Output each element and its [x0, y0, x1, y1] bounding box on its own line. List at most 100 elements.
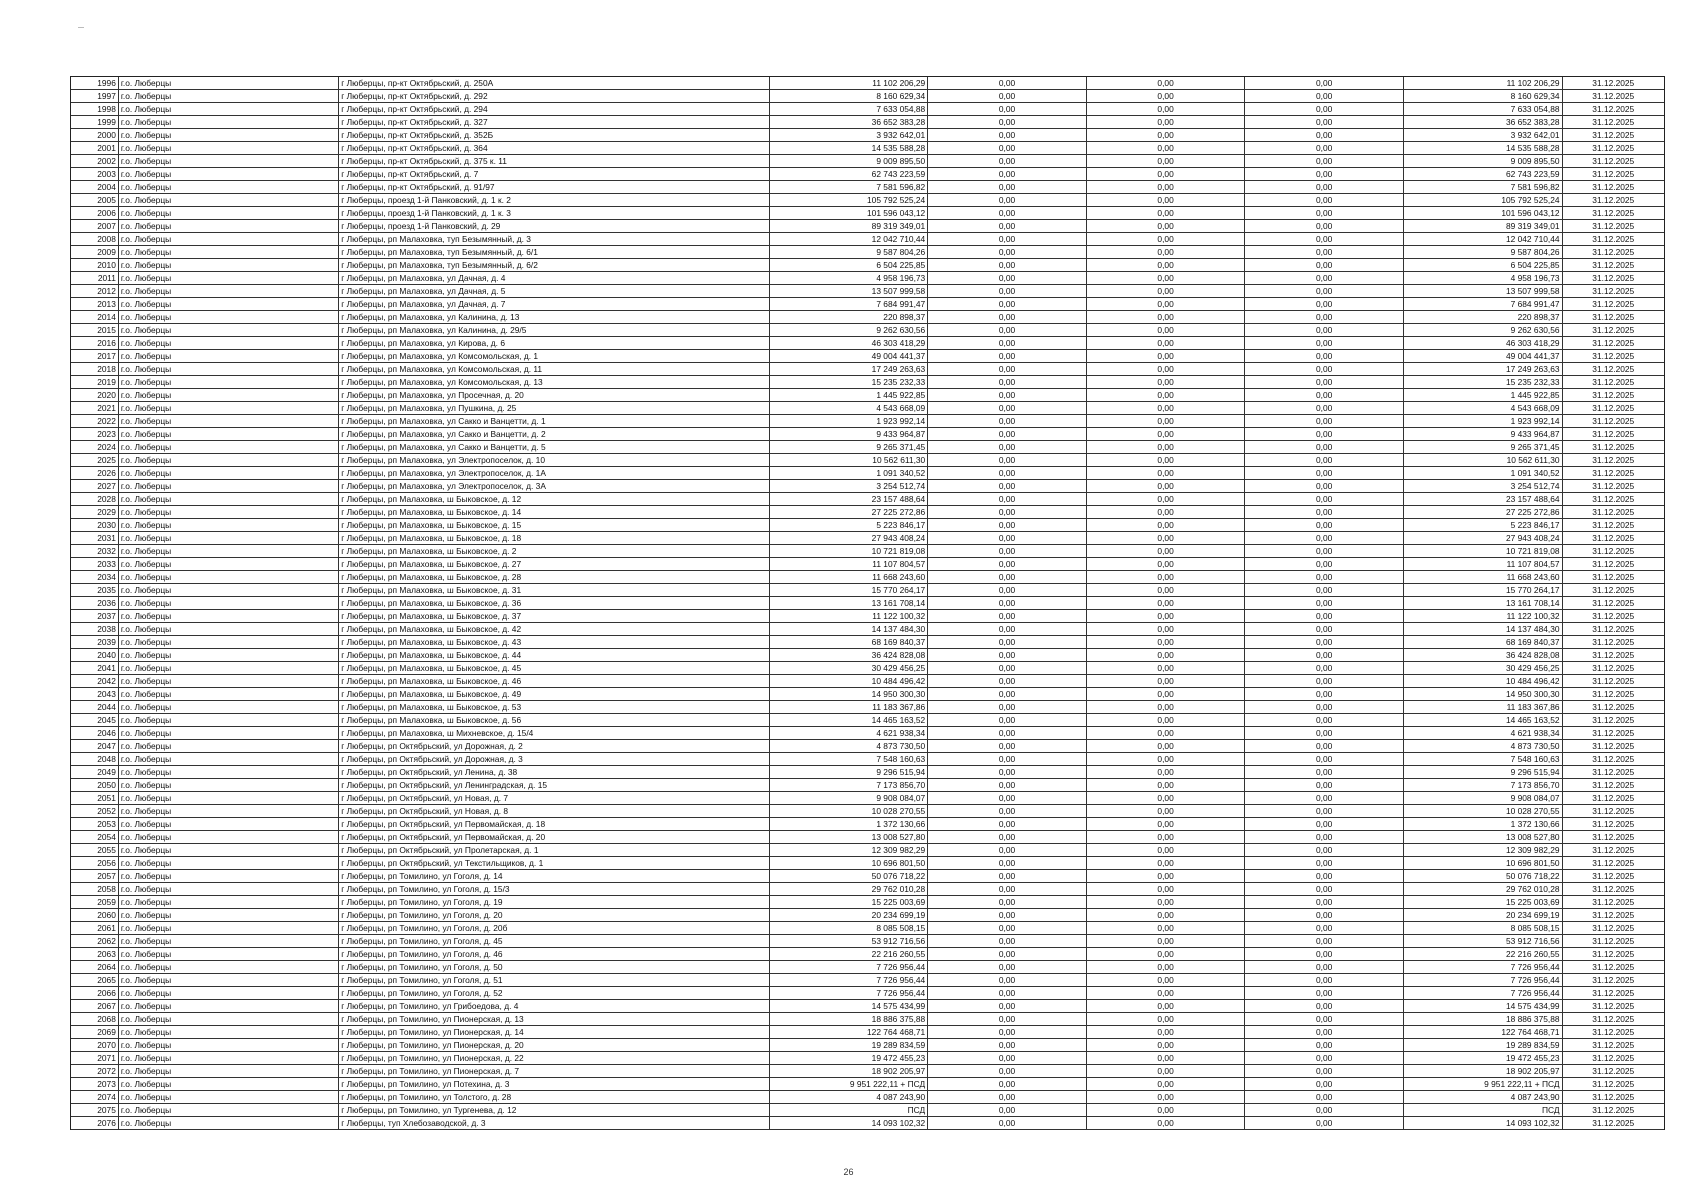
- amount-cell-1: 0,00: [927, 102, 1087, 116]
- deadline-cell: 31.12.2025: [1562, 830, 1664, 844]
- amount-cell-1: 0,00: [927, 752, 1087, 766]
- address-cell: г Люберцы, рп Малаховка, ул Дачная, д. 7: [338, 297, 770, 311]
- amount-cell-1: 0,00: [927, 323, 1087, 337]
- amount-cell-1: 0,00: [927, 713, 1087, 727]
- deadline-cell: 31.12.2025: [1562, 1051, 1664, 1065]
- cost-cell: 7 581 596,82: [769, 180, 929, 194]
- amount-cell-1: 0,00: [927, 453, 1087, 467]
- row-number: 2022: [71, 414, 119, 428]
- cost-cell: 15 225 003,69: [769, 895, 929, 909]
- row-number: 2076: [71, 1116, 119, 1130]
- total-cell: 14 137 484,30: [1403, 622, 1563, 636]
- amount-cell-1: 0,00: [927, 531, 1087, 545]
- amount-cell-2: 0,00: [1086, 778, 1246, 792]
- municipality-cell: г.о. Люберцы: [118, 258, 340, 272]
- address-cell: г Люберцы, рп Малаховка, ул Комсомольска…: [338, 362, 770, 376]
- deadline-cell: 31.12.2025: [1562, 596, 1664, 610]
- address-cell: г Люберцы, рп Октябрьский, ул Ленина, д.…: [338, 765, 770, 779]
- row-number: 2040: [71, 648, 119, 662]
- cost-cell: 1 923 992,14: [769, 414, 929, 428]
- amount-cell-2: 0,00: [1086, 362, 1246, 376]
- address-cell: г Люберцы, туп Хлебозаводской, д. 3: [338, 1116, 770, 1130]
- address-cell: г Люберцы, рп Малаховка, ул Электропосел…: [338, 453, 770, 467]
- amount-cell-1: 0,00: [927, 908, 1087, 922]
- municipality-cell: г.о. Люберцы: [118, 414, 340, 428]
- row-number: 2068: [71, 1012, 119, 1026]
- amount-cell-3: 0,00: [1244, 89, 1404, 103]
- municipality-cell: г.о. Люберцы: [118, 245, 340, 259]
- amount-cell-3: 0,00: [1244, 336, 1404, 350]
- total-cell: 3 254 512,74: [1403, 479, 1563, 493]
- amount-cell-1: 0,00: [927, 232, 1087, 246]
- amount-cell-1: 0,00: [927, 973, 1087, 987]
- amount-cell-3: 0,00: [1244, 258, 1404, 272]
- deadline-cell: 31.12.2025: [1562, 154, 1664, 168]
- row-number: 2058: [71, 882, 119, 896]
- deadline-cell: 31.12.2025: [1562, 388, 1664, 402]
- deadline-cell: 31.12.2025: [1562, 245, 1664, 259]
- municipality-cell: г.о. Люберцы: [118, 427, 340, 441]
- cost-cell: 7 684 991,47: [769, 297, 929, 311]
- cost-cell: 36 652 383,28: [769, 115, 929, 129]
- cost-cell: 7 726 956,44: [769, 986, 929, 1000]
- row-number: 2067: [71, 999, 119, 1013]
- amount-cell-1: 0,00: [927, 154, 1087, 168]
- cost-cell: 27 225 272,86: [769, 505, 929, 519]
- total-cell: 7 633 054,88: [1403, 102, 1563, 116]
- address-cell: г Люберцы, рп Томилино, ул Гоголя, д. 20…: [338, 921, 770, 935]
- deadline-cell: 31.12.2025: [1562, 440, 1664, 454]
- amount-cell-3: 0,00: [1244, 180, 1404, 194]
- municipality-cell: г.о. Люберцы: [118, 271, 340, 285]
- row-number: 2009: [71, 245, 119, 259]
- cost-cell: 14 093 102,32: [769, 1116, 929, 1130]
- municipality-cell: г.о. Люберцы: [118, 297, 340, 311]
- amount-cell-3: 0,00: [1244, 622, 1404, 636]
- total-cell: 10 562 611,30: [1403, 453, 1563, 467]
- row-number: 2057: [71, 869, 119, 883]
- row-number: 2047: [71, 739, 119, 753]
- amount-cell-2: 0,00: [1086, 765, 1246, 779]
- cost-cell: 9 433 964,87: [769, 427, 929, 441]
- row-number: 2039: [71, 635, 119, 649]
- total-cell: 13 507 999,58: [1403, 284, 1563, 298]
- deadline-cell: 31.12.2025: [1562, 726, 1664, 740]
- total-cell: 23 157 488,64: [1403, 492, 1563, 506]
- row-number: 2041: [71, 661, 119, 675]
- municipality-cell: г.о. Люберцы: [118, 141, 340, 155]
- total-cell: 11 122 100,32: [1403, 609, 1563, 623]
- amount-cell-2: 0,00: [1086, 77, 1246, 90]
- deadline-cell: 31.12.2025: [1562, 284, 1664, 298]
- amount-cell-2: 0,00: [1086, 921, 1246, 935]
- cost-cell: 89 319 349,01: [769, 219, 929, 233]
- municipality-cell: г.о. Люберцы: [118, 206, 340, 220]
- total-cell: 101 596 043,12: [1403, 206, 1563, 220]
- address-cell: г Люберцы, рп Малаховка, ул Дачная, д. 5: [338, 284, 770, 298]
- cost-cell: 3 932 642,01: [769, 128, 929, 142]
- amount-cell-3: 0,00: [1244, 791, 1404, 805]
- cost-cell: 7 173 856,70: [769, 778, 929, 792]
- total-cell: 53 912 716,56: [1403, 934, 1563, 948]
- total-cell: 68 169 840,37: [1403, 635, 1563, 649]
- amount-cell-3: 0,00: [1244, 700, 1404, 714]
- cost-cell: 36 424 828,08: [769, 648, 929, 662]
- deadline-cell: 31.12.2025: [1562, 1103, 1664, 1117]
- amount-cell-1: 0,00: [927, 492, 1087, 506]
- deadline-cell: 31.12.2025: [1562, 401, 1664, 415]
- deadline-cell: 31.12.2025: [1562, 661, 1664, 675]
- cost-cell: 15 770 264,17: [769, 583, 929, 597]
- row-number: 2071: [71, 1051, 119, 1065]
- amount-cell-3: 0,00: [1244, 1012, 1404, 1026]
- total-cell: 122 764 468,71: [1403, 1025, 1563, 1039]
- cost-cell: 14 950 300,30: [769, 687, 929, 701]
- address-cell: г Люберцы, рп Октябрьский, ул Новая, д. …: [338, 804, 770, 818]
